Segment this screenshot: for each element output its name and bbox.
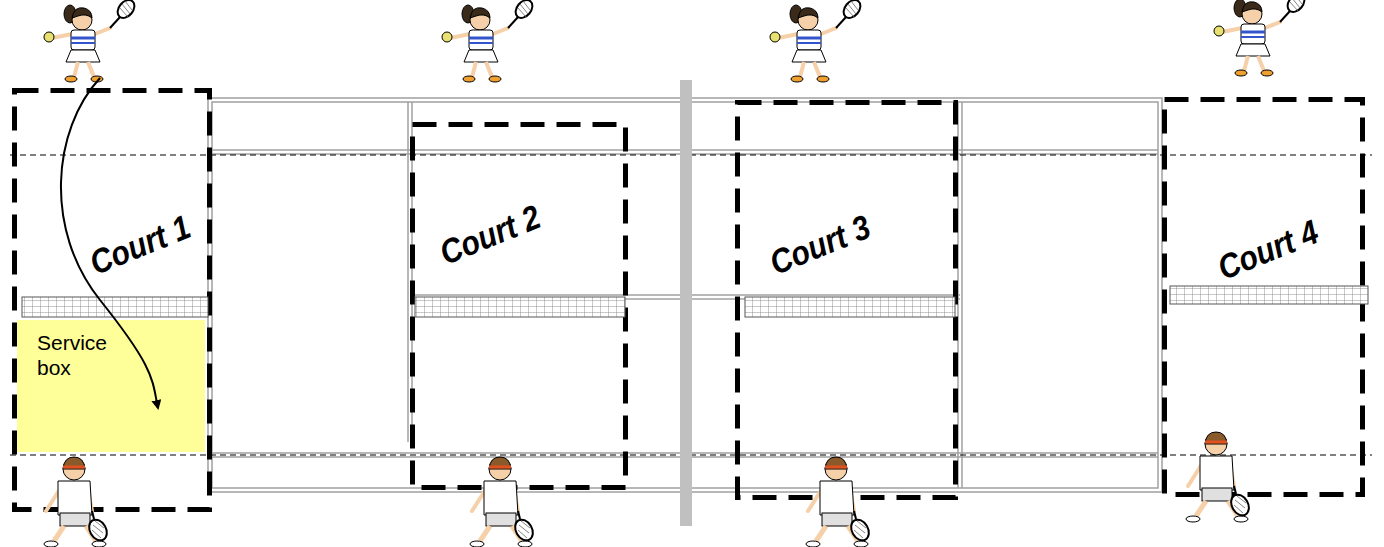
receiver-player [470, 457, 536, 547]
net [1170, 286, 1368, 304]
court-line [407, 102, 409, 442]
receiver-player [44, 457, 110, 547]
dashed-court-border [413, 125, 626, 488]
server-player [1214, 0, 1308, 76]
server-player [442, 0, 536, 82]
court-label: Court 2 [434, 197, 546, 272]
dashed-court-border [15, 91, 210, 510]
net [745, 297, 955, 317]
court-label: Court 1 [84, 207, 196, 282]
net [415, 297, 625, 317]
court-label: Court 3 [764, 207, 876, 282]
receiver-player [1186, 432, 1252, 522]
server-player [44, 0, 138, 82]
net [22, 297, 208, 317]
service-box-label: Service box [37, 330, 127, 380]
receiver-player [806, 457, 872, 547]
court-label: Court 4 [1212, 212, 1324, 287]
court-line [961, 102, 963, 488]
dashed-court-border [738, 103, 956, 498]
service-box: Service box [17, 320, 205, 452]
serve-trajectory [61, 78, 158, 408]
center-divider [680, 80, 692, 526]
server-player [770, 0, 864, 82]
